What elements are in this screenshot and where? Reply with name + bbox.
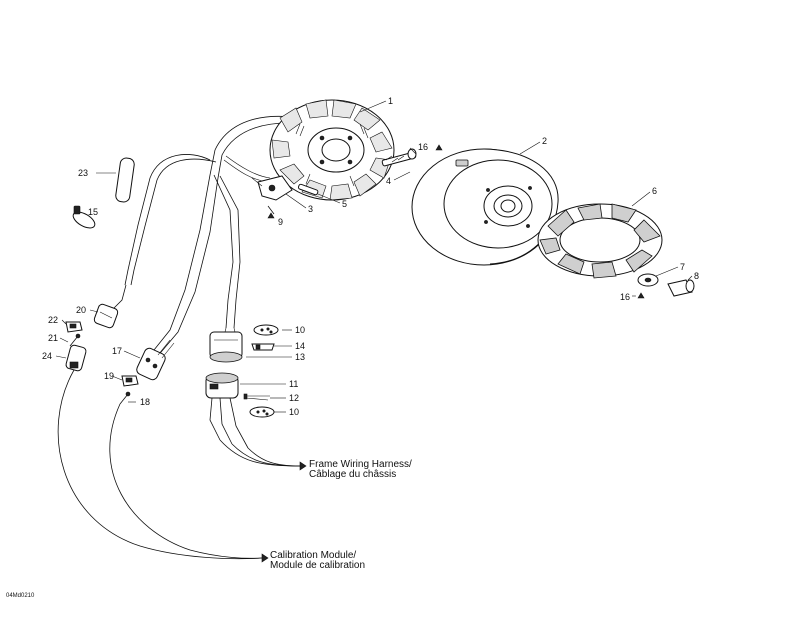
washer-7: [637, 273, 659, 287]
stator-1: [269, 99, 395, 201]
terminal-19: [121, 375, 139, 387]
lock-14: [251, 343, 275, 351]
label-part-12: 12: [289, 393, 299, 403]
flywheel-2: [411, 148, 559, 266]
label-part-23: 23: [78, 168, 88, 178]
label-part-9: 9: [278, 217, 283, 227]
terminal-22: [65, 321, 83, 333]
label-part-3: 3: [308, 204, 313, 214]
pins-12: [243, 393, 270, 401]
seal-10-upper: [253, 324, 279, 336]
label-part-15: 15: [88, 207, 98, 217]
label-part-13: 13: [295, 352, 305, 362]
nut-8: [667, 279, 695, 297]
sleeve-23: [115, 157, 135, 203]
tie-strap-15: [72, 205, 96, 229]
pin-21: [69, 333, 81, 347]
label-part-1: 1: [388, 96, 393, 106]
label-part-7: 7: [680, 262, 685, 272]
label-part-18: 18: [140, 397, 150, 407]
calibration-leads: [57, 369, 269, 563]
label-part-14: 14: [295, 341, 305, 351]
label-part-2: 2: [542, 136, 547, 146]
seal-10-lower: [249, 406, 275, 418]
label-part-16-top: 16: [418, 142, 428, 152]
label-part-17: 17: [112, 346, 122, 356]
callout-notes: Frame Wiring Harness/ Câblage du châssis…: [270, 459, 412, 571]
label-part-24: 24: [42, 351, 52, 361]
label-part-16-right: 16: [620, 292, 630, 302]
frame-harness-note-line2: Câblage du châssis: [309, 469, 396, 480]
label-part-20: 20: [76, 305, 86, 315]
label-part-19: 19: [104, 371, 114, 381]
screw-9: [267, 205, 275, 219]
part-number-labels: 1 2 3 4 5 6 7 8 9 16 16 10 14 13 11 12 1…: [42, 96, 699, 417]
drawing-code: 04Md0210: [6, 593, 35, 599]
frame-harness-leads: [219, 439, 307, 471]
label-part-22: 22: [48, 315, 58, 325]
leader-lines: [55, 100, 693, 413]
trigger-coil-3: [251, 175, 293, 201]
connector-24: [65, 344, 87, 372]
label-part-4: 4: [386, 176, 391, 186]
thread-locker-16: [435, 144, 645, 299]
ring-gear-6: [537, 203, 663, 279]
label-part-10-lower: 10: [289, 407, 299, 417]
label-part-10-upper: 10: [295, 325, 305, 335]
connector-17: [136, 339, 175, 381]
frame-harness-note-line1: Frame Wiring Harness/: [309, 459, 412, 470]
calibration-note-line2: Module de calibration: [270, 560, 365, 571]
connector-housing-11: [205, 372, 249, 449]
connector-20: [93, 284, 127, 329]
calibration-note-line1: Calibration Module/: [270, 550, 356, 561]
label-part-21: 21: [48, 333, 58, 343]
connector-housing-13: [209, 327, 243, 363]
pin-18: [119, 391, 131, 405]
label-part-11: 11: [289, 379, 298, 389]
label-part-5: 5: [342, 199, 347, 209]
label-part-6: 6: [652, 186, 657, 196]
screw-5: [297, 183, 319, 196]
label-part-8: 8: [694, 271, 699, 281]
